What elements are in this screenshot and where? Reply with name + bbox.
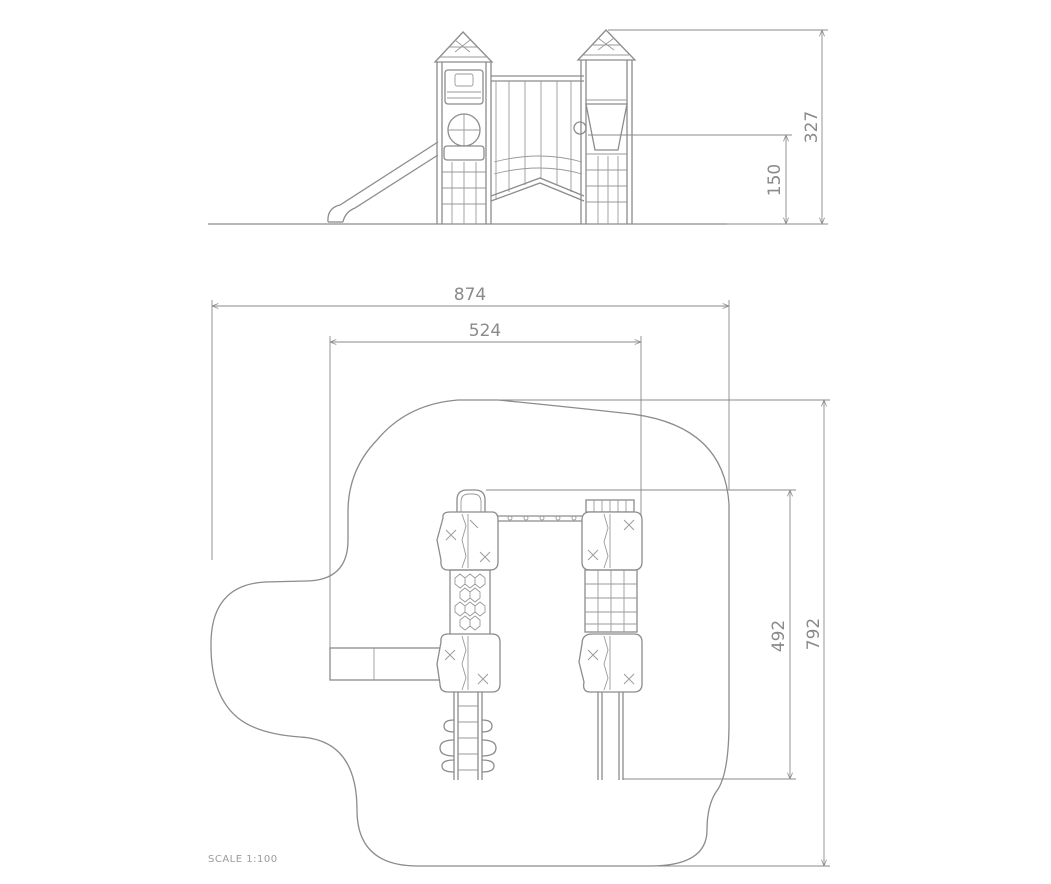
- bridge-plan: [498, 515, 582, 522]
- slide-elevation: [327, 141, 439, 223]
- total-height-label: 327: [802, 111, 822, 143]
- overall-width-dimension: 874: [211, 285, 730, 560]
- platform-height-label: 150: [765, 164, 785, 196]
- elevation-height-dimension: 327: [608, 29, 828, 225]
- left-tower-elevation: [433, 31, 494, 224]
- right-top-rail: [585, 499, 635, 513]
- overall-depth-label: 792: [804, 618, 824, 650]
- left-ladder-plan: [439, 692, 497, 780]
- right-climbing-ladder: [584, 569, 638, 633]
- side-elevation-view: 327 150: [208, 29, 828, 225]
- scale-label: SCALE 1:100: [208, 854, 278, 865]
- hexagon-climbing-net: [449, 569, 491, 637]
- overall-depth-dimension: 792: [498, 399, 830, 867]
- structure-depth-label: 492: [769, 620, 789, 652]
- structure-width-dimension: 524: [329, 321, 642, 650]
- elevation-platform-dimension: 150: [588, 134, 792, 224]
- safety-zone-outline: [210, 399, 730, 867]
- right-poles-plan: [597, 692, 624, 780]
- slide-plan: [329, 647, 441, 681]
- overall-width-label: 874: [454, 285, 486, 305]
- handrail-loop: [456, 489, 486, 515]
- net-bridge-elevation: [490, 75, 587, 202]
- right-lower-platform: [578, 633, 643, 693]
- right-upper-platform: [581, 511, 643, 571]
- right-tower-elevation: [576, 29, 637, 224]
- plan-view: 874 524 792 492: [210, 285, 830, 867]
- left-upper-platform: [436, 511, 499, 571]
- left-lower-platform: [436, 633, 501, 693]
- structure-depth-dimension: 492: [486, 489, 796, 780]
- structure-width-label: 524: [469, 321, 501, 341]
